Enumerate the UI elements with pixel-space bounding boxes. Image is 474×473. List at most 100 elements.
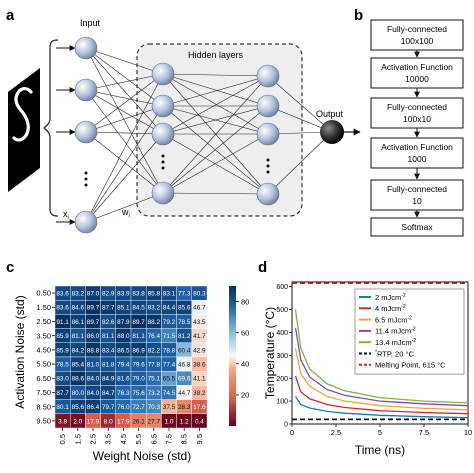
heatmap-cell-value: 86.0: [87, 333, 100, 340]
architecture-box: Activation Function1000: [371, 138, 463, 168]
heatmap-cell-value: 72.7: [132, 404, 145, 411]
heatmap-x-tick-label: 1.5: [73, 434, 82, 444]
heatmap-cell-value: 78.5: [56, 362, 69, 369]
heatmap-cell-value: 2.0: [73, 418, 82, 425]
heatmap-cell-value: 85.1: [117, 305, 130, 312]
line-y-tick-label: 0: [284, 422, 288, 429]
box-line-1: Fully-connected: [387, 102, 447, 112]
heatmap-cell-value: 71.5: [163, 333, 176, 340]
heatmap-cell-value: 1.0: [165, 418, 174, 425]
panel-a-letter: a: [6, 7, 15, 24]
panel-c-letter: c: [6, 259, 14, 276]
heatmap-x-tick-label: 5.5: [134, 434, 143, 444]
heatmap-cell-value: 75.6: [132, 390, 145, 397]
heatmap-cell-value: 86.5: [117, 347, 130, 354]
wi-label: wi: [121, 207, 130, 219]
heatmap-cell-value: 77.8: [148, 362, 161, 369]
mnist-digit-image: [8, 68, 40, 192]
heatmap-cell-value: 60.4: [178, 347, 191, 354]
heatmap-cell-value: 0.4: [195, 418, 204, 425]
line-y-tick-label: 400: [276, 330, 288, 337]
line-xlabel: Time (ns): [355, 443, 405, 457]
heatmap-cell-value: 80.3: [193, 291, 206, 298]
heatmap-cell-value: 41.1: [193, 376, 206, 383]
box-line-1: Fully-connected: [387, 184, 447, 194]
neuron-node: [257, 123, 279, 145]
heatmap-x-tick-label: 6.5: [149, 434, 158, 444]
heatmap-x-ticks: 0.51.52.53.54.55.56.57.58.59.5: [58, 428, 204, 444]
heatmap-cell-value: 85.8: [148, 291, 161, 298]
neuron-node: [152, 182, 174, 204]
heatmap-cell-value: 76.0: [117, 404, 130, 411]
heatmap-cell-value: 79.7: [102, 404, 115, 411]
heatmap-cell-value: 84.0: [87, 390, 100, 397]
heatmap-cell-value: 81.6: [117, 376, 130, 383]
panel-d-temperature-chart: d 02.557.510 0100200300400500600 Time (n…: [258, 259, 472, 457]
line-legend: 2 mJcm-24 mJcm-26.5 mJcm-211.4 mJcm-213.…: [355, 289, 464, 374]
colorbar-tick-label: 40: [241, 360, 249, 369]
heatmap-cell-value: 26.1: [132, 418, 145, 425]
heatmap-cell-value: 81.1: [102, 333, 115, 340]
heatmap-cell-value: 80.1: [56, 404, 69, 411]
heatmap-cell-value: 88.2: [148, 319, 161, 326]
heatmap-cell-value: 83.1: [163, 291, 176, 298]
heatmap-y-tick-label: 1.50: [36, 303, 51, 312]
heatmap-cell-value: 85.9: [56, 333, 69, 340]
heatmap-cell-value: 83.6: [56, 305, 69, 312]
heatmap-cell-value: 81.1: [72, 333, 85, 340]
panel-a-network-diagram: a Input Hidden layers Output xi wi: [6, 7, 360, 233]
heatmap-cell-value: 84.2: [72, 347, 85, 354]
legend-entry: *RTP, 20 °C: [375, 349, 414, 358]
heatmap-x-tick-label: 7.5: [165, 434, 174, 444]
heatmap-cell-value: 83.6: [56, 291, 69, 298]
heatmap-y-ticks: 0.501.502.503.504.505.506.507.508.509.50: [36, 289, 55, 426]
heatmap-cell-value: 84.9: [102, 376, 115, 383]
heatmap-y-tick-label: 5.50: [36, 360, 51, 369]
heatmap-cell-value: 85.6: [72, 404, 85, 411]
heatmap-y-tick-label: 3.50: [36, 331, 51, 340]
heatmap-cell-value: 87.0: [87, 291, 100, 298]
heatmap-cell-value: 88.8: [87, 347, 100, 354]
heatmap-cell-value: 69.6: [178, 376, 191, 383]
heatmap-cell-value: 65.5: [163, 376, 176, 383]
heatmap-cell-value: 17.9: [117, 418, 130, 425]
heatmap-cell-value: 81.1: [132, 333, 145, 340]
heatmap-y-tick-label: 7.50: [36, 388, 51, 397]
heatmap-cell-value: 87.7: [102, 305, 115, 312]
heatmap-y-tick-label: 8.50: [36, 402, 51, 411]
line-y-ticks: 0100200300400500600: [276, 284, 292, 428]
line-y-tick-label: 100: [276, 399, 288, 406]
box-line-1: Fully-connected: [387, 24, 447, 34]
heatmap-xlabel: Weight Noise (std): [93, 449, 191, 463]
heatmap-cell-value: 83.9: [117, 291, 130, 298]
heatmap-cell-value: 82.6: [102, 319, 115, 326]
heatmap-y-tick-label: 6.50: [36, 374, 51, 383]
heatmap-cell-value: 86.4: [87, 404, 100, 411]
box-line-2: 1000: [408, 154, 427, 164]
heatmap-cell-value: 78.5: [178, 319, 191, 326]
heatmap-x-tick-label: 9.5: [195, 434, 204, 444]
heatmap-cell-value: 83.4: [102, 347, 115, 354]
heatmap-cell-value: 76.4: [148, 333, 161, 340]
heatmap-y-tick-label: 0.50: [36, 289, 51, 298]
heatmap-cell-value: 83.0: [56, 376, 69, 383]
heatmap-cell-value: 91.1: [56, 319, 69, 326]
heatmap-cell-value: 17.9: [87, 418, 100, 425]
architecture-box: Fully-connected10: [371, 180, 463, 210]
architecture-box: Softmax: [371, 218, 463, 236]
panel-d-letter: d: [258, 259, 267, 276]
heatmap-cell-value: 70.3: [148, 404, 161, 411]
neuron-node: [152, 95, 174, 117]
output-label: Output: [316, 109, 344, 119]
input-label: Input: [80, 18, 101, 28]
neuron-node: [75, 121, 97, 143]
heatmap-cell-value: 81.0: [87, 362, 100, 369]
heatmap-cell-value: 46.7: [193, 305, 206, 312]
heatmap-cell-value: 3.8: [58, 418, 67, 425]
heatmap-cell-value: 42.9: [193, 347, 206, 354]
heatmap-cell-value: 81.2: [178, 333, 191, 340]
neuron-node: [75, 37, 97, 59]
